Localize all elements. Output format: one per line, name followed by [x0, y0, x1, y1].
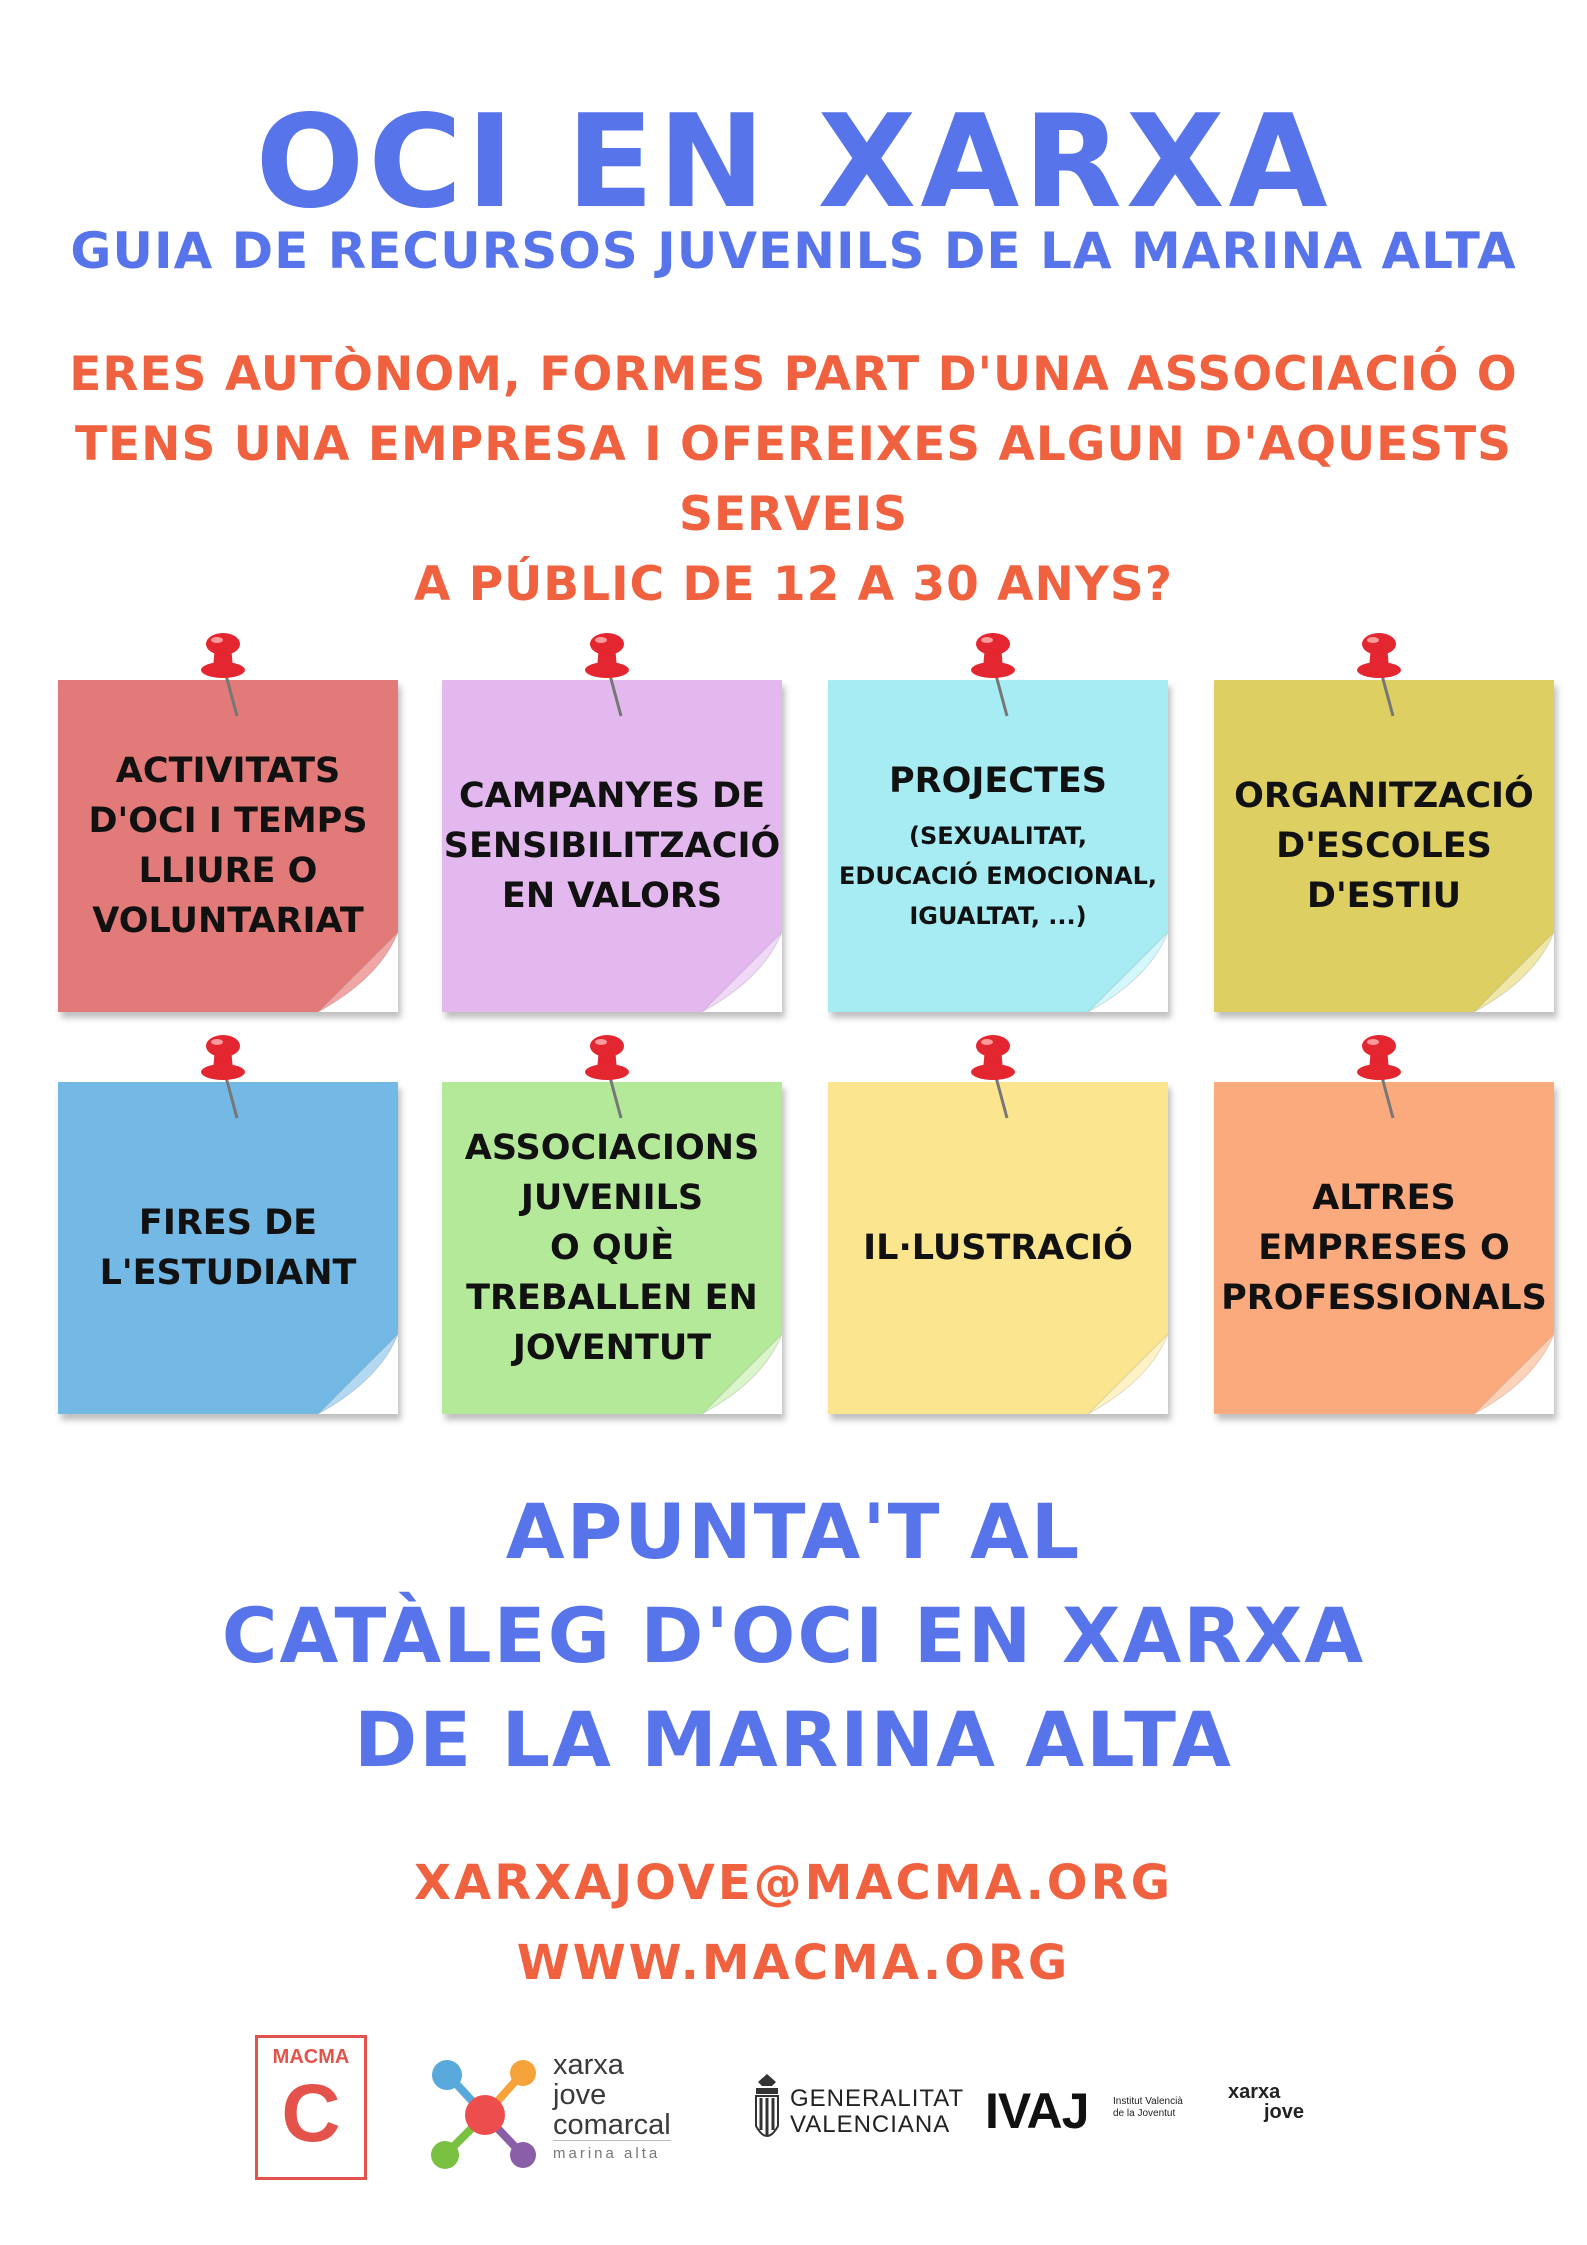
xjc-line-1: xarxa — [553, 2049, 624, 2081]
cta-line-3: DE LA MARINA ALTA — [354, 1695, 1233, 1784]
xjc-line-4: marina alta — [553, 2140, 671, 2167]
sticky-note-label: PROJECTES — [889, 761, 1107, 801]
ivaj-sub-1: Institut Valencià — [1113, 2096, 1183, 2107]
macma-logo-letter: C — [281, 2068, 341, 2159]
curled-corner-icon — [318, 1334, 398, 1414]
sticky-note-detail-line: IGUALTAT, ...) — [909, 902, 1087, 930]
curled-corner-icon — [1088, 1334, 1168, 1414]
generalitat-valenciana-logo: GENERALITAT VALENCIANA — [752, 2072, 963, 2152]
sticky-note-label: D'OCI I TEMPS — [88, 801, 368, 841]
question-text: ERES AUTÒNOM, FORMES PART D'UNA ASSOCIAC… — [0, 340, 1587, 620]
sticky-note-label: LLIURE O — [138, 851, 318, 891]
push-pin-icon — [585, 633, 629, 717]
sticky-note-label: L'ESTUDIANT — [99, 1253, 357, 1293]
sticky-note-5: FIRES DE L'ESTUDIANT — [58, 1082, 398, 1414]
gv-line-1: GENERALITAT — [790, 2085, 965, 2112]
network-molecule-icon — [431, 2060, 536, 2169]
xjc-line-3: comarcal — [553, 2109, 671, 2141]
sticky-note-8: ALTRES EMPRESES O PROFESSIONALS — [1214, 1082, 1554, 1414]
sticky-note-label: JUVENILS — [520, 1178, 704, 1218]
push-pin-icon — [585, 1035, 629, 1119]
gv-line-2: VALENCIANA — [790, 2111, 951, 2138]
sticky-note-label: ASSOCIACIONS — [464, 1128, 760, 1168]
xarxa-jove-logo: xarxa jove — [1228, 2082, 1308, 2142]
sticky-note-label: D'ESCOLES — [1276, 826, 1492, 866]
macma-logo-text: MACMA — [272, 2046, 350, 2068]
sticky-note-details: (SEXUALITAT, EDUCACIÓ EMOCIONAL, IGUALTAT,… — [839, 816, 1157, 936]
curled-corner-icon — [1088, 932, 1168, 1012]
push-pin-icon — [1357, 1035, 1401, 1119]
sticky-note-6: ASSOCIACIONS JUVENILS O QUÈ TREBALLEN EN JOV… — [442, 1082, 782, 1414]
sticky-note-label: VOLUNTARIAT — [92, 901, 364, 941]
question-line-3: A PÚBLIC DE 12 A 30 ANYS? — [413, 557, 1174, 612]
sticky-note-3: PROJECTES (SEXUALITAT, EDUCACIÓ EMOCIONAL,… — [828, 680, 1168, 1012]
question-line-1: ERES AUTÒNOM, FORMES PART D'UNA ASSOCIAC… — [69, 347, 1518, 402]
push-pin-icon — [201, 1035, 245, 1119]
xarxa-jove-comarcal-logo: xarxa jove comarcal marina alta — [425, 2050, 705, 2180]
sticky-note-detail-line: EDUCACIÓ EMOCIONAL, — [839, 862, 1157, 890]
contact-email[interactable]: XARXAJOVE@MACMA.ORG — [414, 1855, 1173, 1911]
sticky-note-label: EMPRESES O — [1258, 1228, 1510, 1268]
curled-corner-icon — [702, 932, 782, 1012]
push-pin-icon — [971, 633, 1015, 717]
sticky-note-label: SENSIBILITZACIÓ — [443, 826, 781, 866]
ivaj-text: IVAJ — [985, 2083, 1089, 2139]
sticky-note-7: IL·LUSTRACIÓ — [828, 1082, 1168, 1414]
curled-corner-icon — [1474, 932, 1554, 1012]
coat-of-arms-icon — [755, 2074, 779, 2137]
push-pin-icon — [1357, 633, 1401, 717]
xj-line-1: xarxa — [1228, 2081, 1281, 2103]
ivaj-logo: IVAJ Institut Valencià de la Joventut — [985, 2084, 1185, 2144]
macma-logo: MACMA C — [255, 2035, 367, 2180]
sticky-note-label: ORGANITZACIÓ — [1234, 776, 1534, 816]
sticky-note-1: ACTIVITATS D'OCI I TEMPS LLIURE O VOLUNTARI… — [58, 680, 398, 1012]
curled-corner-icon — [318, 932, 398, 1012]
page-title: OCI EN XARXA — [255, 88, 1332, 237]
question-line-2: TENS UNA EMPRESA I OFEREIXES ALGUN D'AQU… — [74, 417, 1513, 542]
page-subtitle: GUIA DE RECURSOS JUVENILS DE LA MARINA A… — [70, 222, 1517, 280]
push-pin-icon — [971, 1035, 1015, 1119]
sticky-note-label: PROFESSIONALS — [1221, 1278, 1547, 1318]
sticky-note-label: ALTRES — [1312, 1178, 1456, 1218]
curled-corner-icon — [702, 1334, 782, 1414]
xj-line-2: jove — [1264, 2101, 1305, 2123]
sticky-note-2: CAMPANYES DE SENSIBILITZACIÓ EN VALORS — [442, 680, 782, 1012]
call-to-action: APUNTA'T AL CATÀLEG D'OCI EN XARXA DE LA… — [0, 1480, 1587, 1792]
sticky-note-label: D'ESTIU — [1306, 876, 1462, 916]
sticky-note-label: TREBALLEN EN — [466, 1278, 758, 1318]
sticky-note-label: JOVENTUT — [512, 1328, 712, 1368]
cta-line-2: CATÀLEG D'OCI EN XARXA — [221, 1591, 1366, 1680]
curled-corner-icon — [1474, 1334, 1554, 1414]
sticky-note-label: ACTIVITATS — [115, 751, 341, 791]
sticky-note-label: FIRES DE — [138, 1203, 318, 1243]
sticky-note-label: IL·LUSTRACIÓ — [863, 1228, 1133, 1268]
sticky-note-label: O QUÈ — [549, 1228, 675, 1268]
sticky-note-4: ORGANITZACIÓ D'ESCOLES D'ESTIU — [1214, 680, 1554, 1012]
cta-line-1: APUNTA'T AL — [505, 1487, 1082, 1576]
sticky-note-detail-line: (SEXUALITAT, — [909, 822, 1087, 850]
push-pin-icon — [201, 633, 245, 717]
xjc-line-2: jove — [553, 2079, 607, 2111]
ivaj-sub-2: de la Joventut — [1113, 2108, 1176, 2119]
sticky-note-label: EN VALORS — [501, 876, 723, 916]
contact-website[interactable]: WWW.MACMA.ORG — [516, 1935, 1071, 1991]
sticky-note-label: CAMPANYES DE — [458, 776, 766, 816]
